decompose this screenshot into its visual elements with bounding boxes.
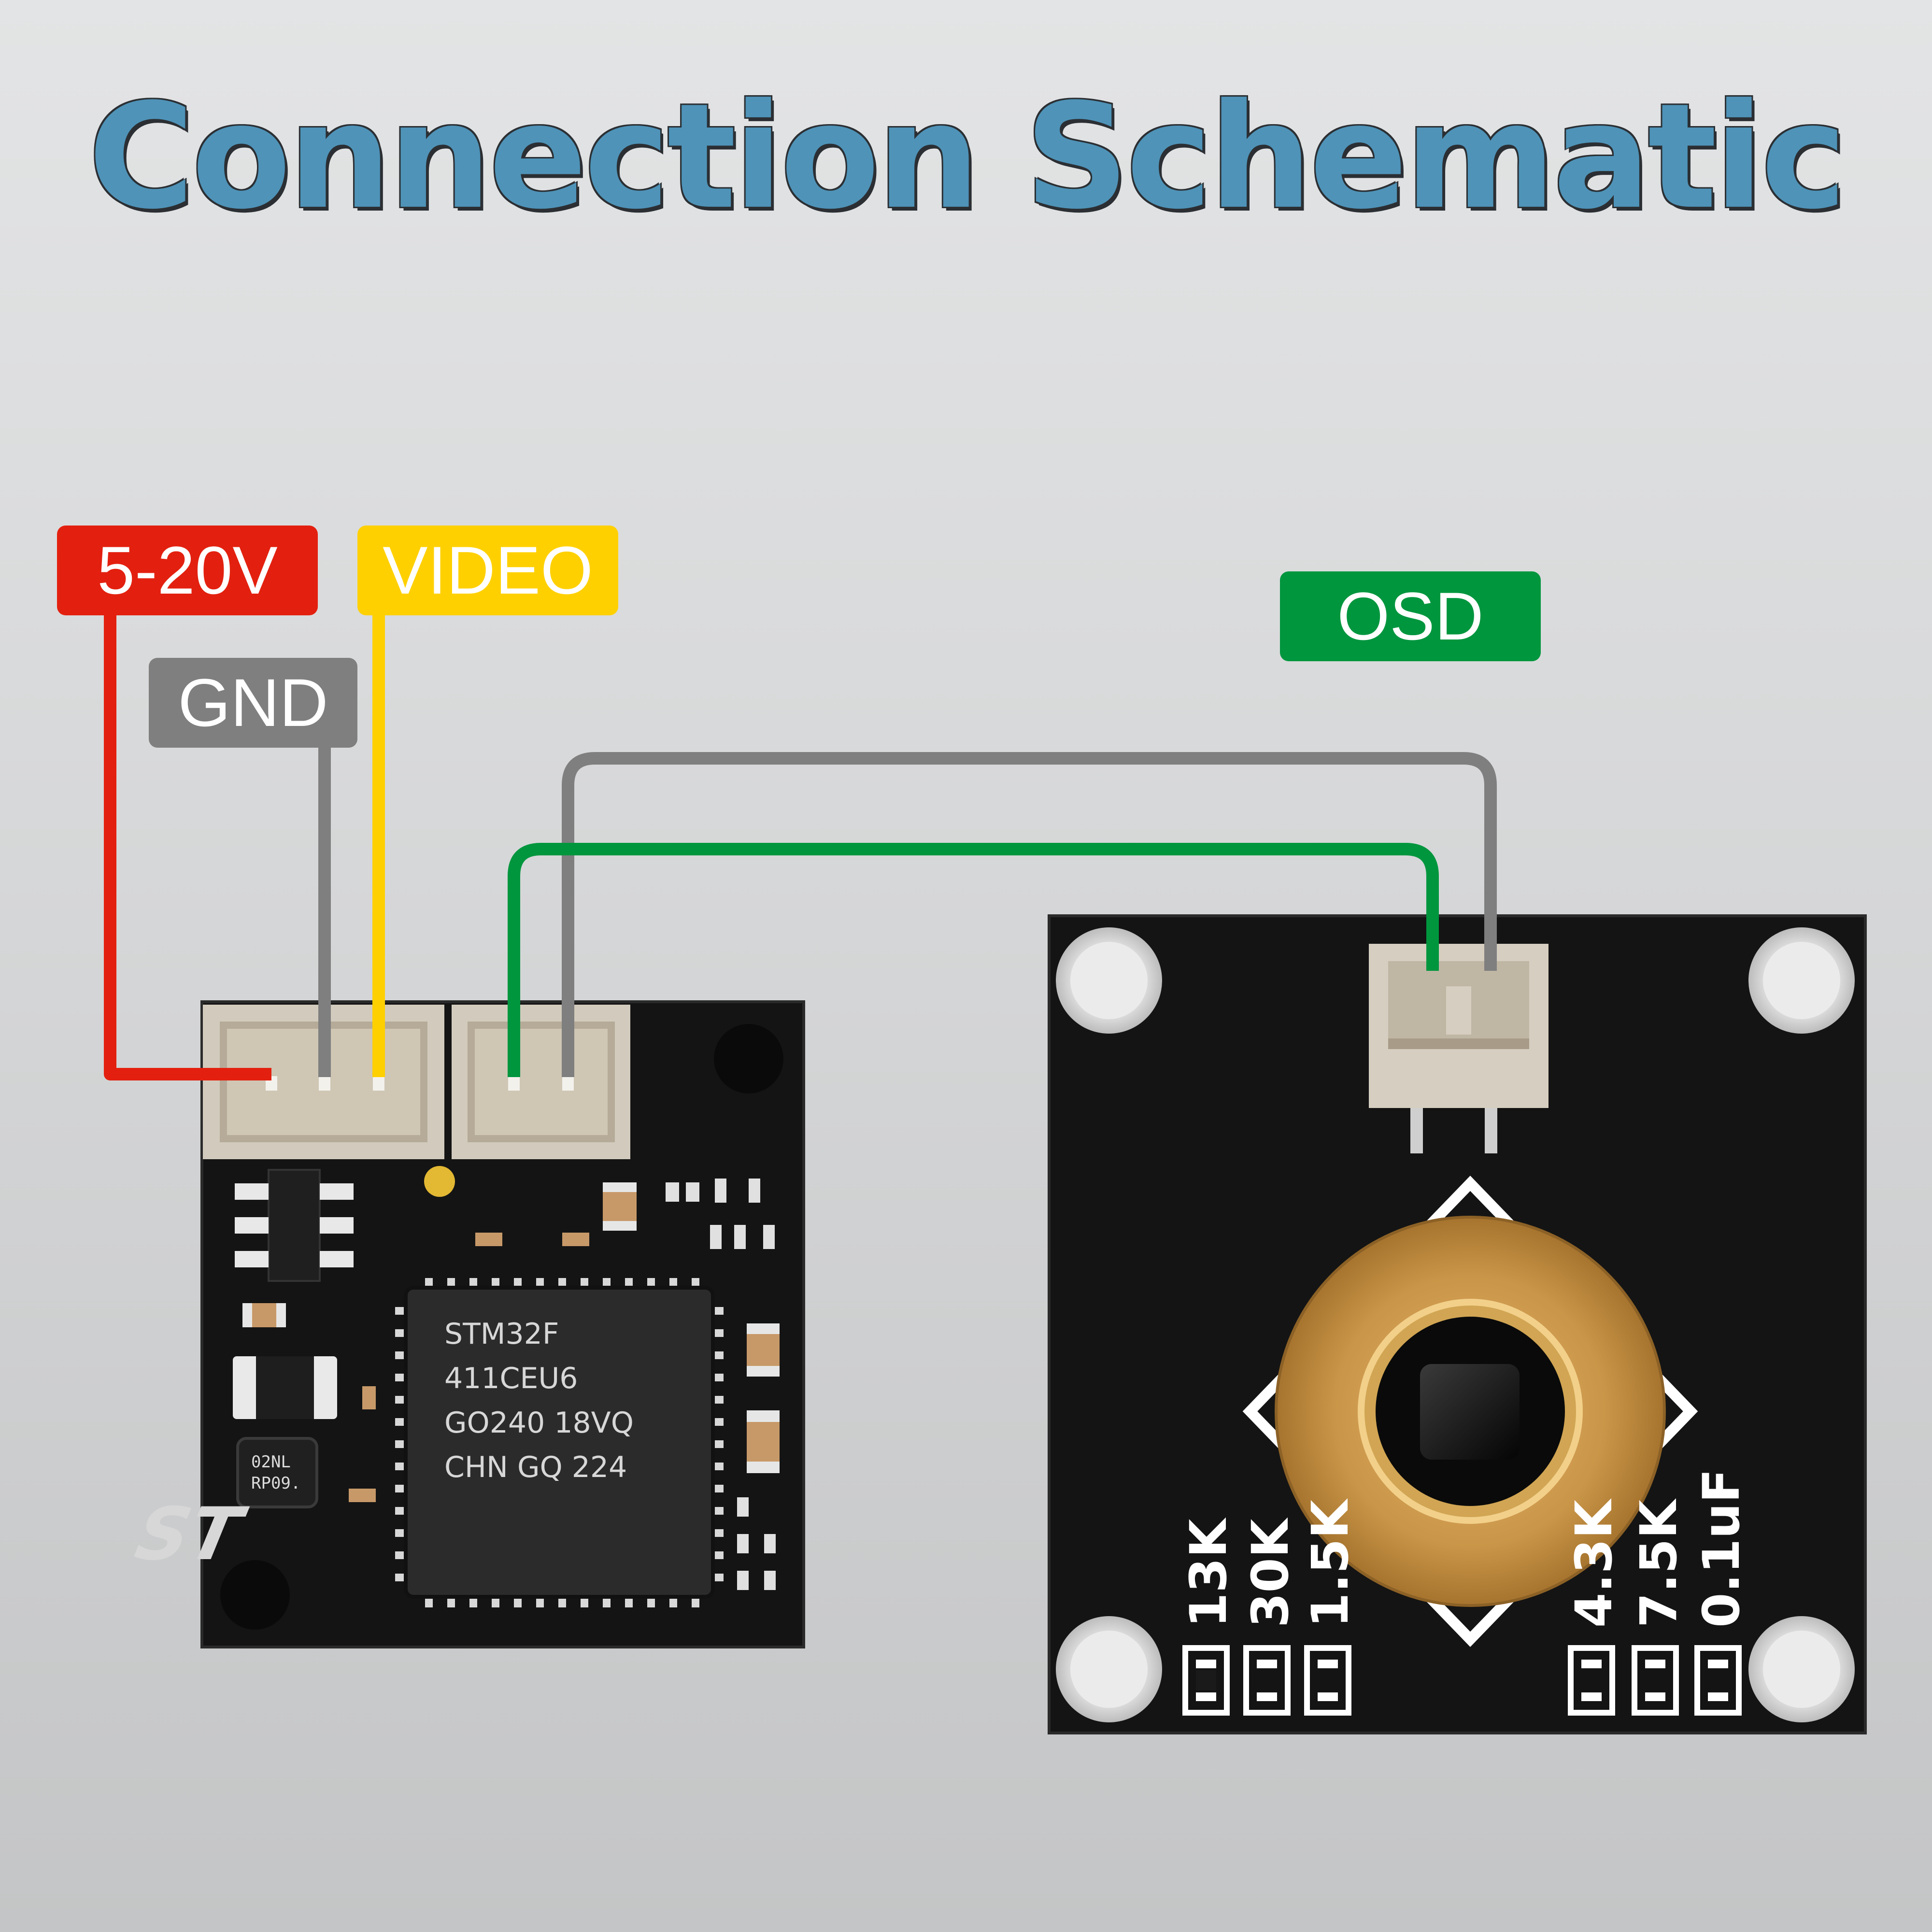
small-ic: 02NL RP09. <box>236 1437 318 1508</box>
label-30k: 30K <box>1241 1517 1300 1628</box>
power-wire <box>104 613 271 1080</box>
small-ic-text-1: 02NL <box>251 1452 291 1472</box>
mcu-pin <box>425 1597 433 1607</box>
mcu-pin <box>395 1463 406 1470</box>
mcu-pin <box>395 1396 406 1404</box>
mcu-pin <box>669 1597 677 1607</box>
label-7-5k: 7.5K <box>1629 1498 1688 1628</box>
mcu-pin <box>713 1351 724 1359</box>
mcu-pin <box>713 1574 724 1581</box>
mcu-pin <box>625 1597 633 1607</box>
small-ic-text-2: RP09. <box>251 1474 300 1493</box>
camera-board: 13K 30K 1.5K 4.3K 7.5K 0.1uF <box>1048 914 1867 1734</box>
mcu-pin <box>514 1597 522 1607</box>
gnd-label: GND <box>149 658 357 748</box>
mcu-pin <box>692 1597 699 1607</box>
mcu-pin <box>469 1597 477 1607</box>
osd-connector-camera <box>1369 944 1548 1153</box>
mcu-pin <box>713 1329 724 1337</box>
mount-hole <box>220 1560 290 1630</box>
mcu-pin <box>581 1597 588 1607</box>
osd-gnd-wire <box>562 752 1497 1077</box>
osd-controller-board: 02NL RP09. STM32F 411CEU6 GO240 18VQ CHN… <box>128 1000 805 1648</box>
component-pads <box>1182 1645 1742 1716</box>
mcu-pin <box>395 1418 406 1426</box>
osd-label: OSD <box>1280 571 1541 661</box>
page-title: Connection Schematic <box>0 72 1932 241</box>
mcu-text-1: STM32F <box>444 1317 559 1351</box>
mcu-pin <box>395 1485 406 1492</box>
mcu-pin <box>395 1351 406 1359</box>
osd-connector-fc <box>452 1005 630 1159</box>
mcu-pin <box>395 1529 406 1537</box>
mcu-pin <box>492 1597 499 1607</box>
mount-hole <box>714 1024 783 1094</box>
mcu-text-3: GO240 18VQ <box>444 1406 634 1440</box>
mcu-pin <box>713 1440 724 1448</box>
label-1-5k: 1.5K <box>1301 1498 1360 1628</box>
mcu-pin <box>395 1551 406 1559</box>
mcu-pin <box>647 1597 655 1607</box>
video-label: VIDEO <box>357 526 618 615</box>
mcu-pin <box>713 1485 724 1492</box>
mcu-text-2: 411CEU6 <box>444 1362 578 1395</box>
mcu-pin <box>395 1507 406 1515</box>
title-text: Connection Schematic <box>88 72 1847 241</box>
label-4-3k: 4.3K <box>1564 1498 1623 1628</box>
mcu-chip: STM32F 411CEU6 GO240 18VQ CHN GQ 224 ST <box>128 1278 724 1607</box>
mcu-pin <box>713 1507 724 1515</box>
mcu-pin <box>713 1396 724 1404</box>
mcu-pin <box>558 1597 566 1607</box>
mcu-pin <box>713 1529 724 1537</box>
mcu-pin <box>536 1597 544 1607</box>
mcu-pin <box>395 1440 406 1448</box>
osd-signal-wire <box>508 843 1439 1077</box>
label-13k: 13K <box>1179 1517 1238 1628</box>
mcu-pin <box>713 1551 724 1559</box>
mcu-pin <box>713 1374 724 1381</box>
mcu-pin <box>395 1307 406 1315</box>
mcu-pin <box>447 1597 455 1607</box>
camera-sensor <box>1242 1176 1698 1647</box>
mcu-pin <box>395 1374 406 1381</box>
label-0-1uf: 0.1uF <box>1692 1469 1751 1628</box>
mcu-text-4: CHN GQ 224 <box>444 1450 627 1484</box>
mcu-pin <box>603 1597 611 1607</box>
mcu-pin <box>713 1463 724 1470</box>
st-logo: ST <box>128 1492 253 1577</box>
mcu-pin <box>713 1418 724 1426</box>
mcu-pin <box>395 1329 406 1337</box>
mcu-pin <box>395 1574 406 1581</box>
mcu-pin <box>713 1307 724 1315</box>
power-label: 5-20V <box>57 526 318 615</box>
